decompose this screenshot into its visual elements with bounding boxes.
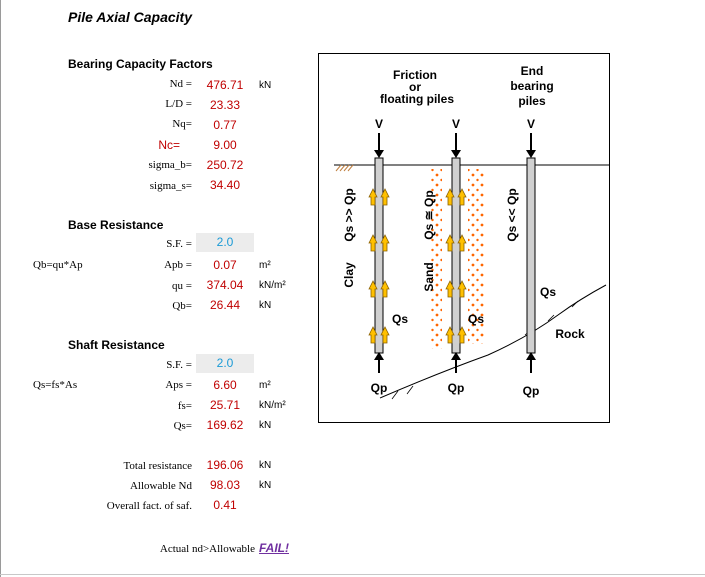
sand-label: Sand [422,262,436,291]
shaft-formula: Qs=fs*As [33,379,78,391]
ld-label: L/D = [165,98,192,110]
bearing-header: Bearing Capacity Factors [68,57,213,71]
sand-dots-right [468,169,484,344]
check-label: Actual nd>Allowable [159,543,255,555]
base-sf-input[interactable]: 2.0 [196,233,254,252]
friction-title-3: floating piles [380,92,454,106]
sigma-b-value[interactable]: 250.72 [206,158,244,172]
pile-diagram: Friction or floating piles End bearing p… [318,53,610,423]
v-label-1: V [375,117,383,131]
nd-label: Nd = [169,78,192,90]
v-label-2: V [452,117,460,131]
nc-value[interactable]: 9.00 [213,138,237,152]
sigma-s-value[interactable]: 34.40 [209,178,241,192]
qs-value[interactable]: 169.62 [206,418,244,432]
pile-friction-sand [451,157,461,354]
qb-value[interactable]: 26.44 [209,298,241,312]
nq-label: Nq= [172,118,192,130]
total-resistance-label: Total resistance [123,460,192,472]
nd-unit: kN [259,80,272,91]
aps-unit: m² [259,380,271,391]
nd-value[interactable]: 476.71 [206,78,244,92]
sigma-b-label: sigma_b= [148,159,192,171]
qb-label: Qb= [172,300,192,312]
qs-gg-qp-label: Qs >> Qp [342,188,356,241]
window-bottom-border [0,574,705,575]
qp-label-1: Qp [371,381,388,395]
qu-label: qu = [172,280,192,292]
qu-unit: kN/m² [259,280,286,291]
qp-label-2: Qp [448,381,465,395]
fs-value[interactable]: 25.71 [209,398,241,412]
fs-unit: kN/m² [259,400,286,411]
v-arrows [378,133,532,153]
shaft-friction-arrows [368,188,467,344]
qs-unit: kN [259,420,272,431]
total-resistance-value[interactable]: 196.06 [206,458,244,472]
allowable-nd-unit: kN [259,480,272,491]
apb-value[interactable]: 0.07 [213,258,237,272]
apb-unit: m² [259,260,271,271]
total-resistance-unit: kN [259,460,272,471]
qs-ll-qp-label: Qs << Qp [505,188,519,241]
qs-approx-qp-label: Qs ≅ Qp [422,190,436,239]
qs-label-3: Qs [540,285,556,299]
qs-label-1: Qs [392,312,408,326]
safety-factor-label: Overall fact. of saf. [106,500,192,512]
fs-label: fs= [177,400,192,412]
clay-label: Clay [342,262,356,288]
window-left-border [0,0,1,577]
pile-end-bearing [526,157,536,354]
apb-label: Apb = [164,259,192,271]
shaft-sf-input[interactable]: 2.0 [196,354,254,373]
sigma-s-label: sigma_s= [149,180,192,192]
friction-title-1: Friction [393,68,437,82]
qp-label-3: Qp [523,384,540,398]
rock-label: Rock [555,327,585,341]
nq-value[interactable]: 0.77 [213,118,237,132]
page-title: Pile Axial Capacity [68,9,192,25]
qb-unit: kN [259,300,272,311]
pile-friction-clay [374,157,384,354]
ld-value[interactable]: 23.33 [209,98,241,112]
qs-label: Qs= [173,420,192,432]
check-result-link[interactable]: FAIL! [259,541,289,555]
ground-hatch [335,164,354,172]
qs-label-2: Qs [468,312,484,326]
aps-value[interactable]: 6.60 [213,378,237,392]
allowable-nd-value[interactable]: 98.03 [209,478,241,492]
friction-title-2: or [409,80,421,94]
shaft-header: Shaft Resistance [68,338,165,352]
shaft-sf-label: S.F. = [166,359,192,371]
base-formula: Qb=qu*Ap [33,259,83,271]
base-header: Base Resistance [68,218,164,232]
nc-label: Nc= [158,138,180,152]
base-sf-label: S.F. = [166,238,192,250]
v-label-3: V [527,117,535,131]
end-bearing-title-3: piles [518,94,546,108]
sand-dots-left [430,169,442,349]
aps-label: Aps = [165,379,192,391]
allowable-nd-label: Allowable Nd [129,480,192,492]
end-bearing-title-2: bearing [510,79,553,93]
diagram-frame [318,53,610,423]
qu-value[interactable]: 374.04 [206,278,244,292]
safety-factor-value[interactable]: 0.41 [213,498,237,512]
end-bearing-title-1: End [521,64,544,78]
